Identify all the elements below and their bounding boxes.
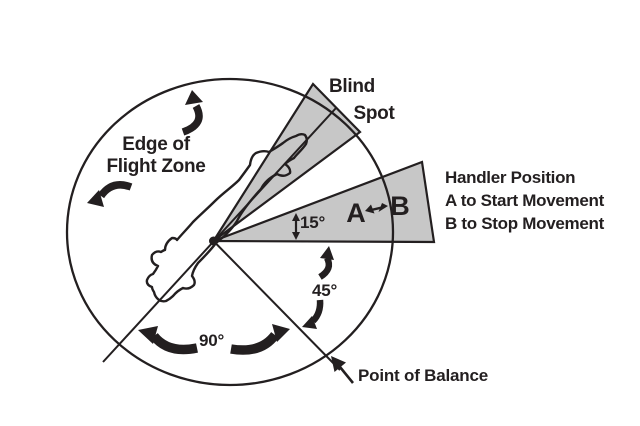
pivot-point-dot — [209, 236, 218, 246]
angle-15-measure-arrow — [292, 213, 300, 240]
angle-45-down-arrow — [302, 299, 324, 329]
edge-of-flight-zone-label-line1: Edge of — [122, 134, 191, 155]
position-a-label: A — [346, 198, 366, 228]
angle-15-label: 15° — [300, 213, 326, 232]
handler-position-wedge — [213, 160, 436, 244]
point-of-balance-arrow — [331, 356, 355, 384]
flight-zone-circle — [65, 77, 395, 387]
position-b-label: B — [390, 191, 410, 221]
angle-45-label: 45° — [312, 281, 338, 300]
angle-90-label: 90° — [199, 331, 225, 350]
blind-spot-label-line1: Blind — [329, 76, 375, 97]
handler-label-line3: B to Stop Movement — [445, 214, 605, 233]
edge-of-flight-zone-label-line2: Flight Zone — [106, 156, 205, 177]
handler-label-line1: Handler Position — [445, 168, 575, 187]
spine-axis-line — [102, 107, 337, 363]
point-of-balance-line — [212, 240, 341, 371]
cow-top-view-outline — [145, 133, 308, 303]
handler-label-line2: A to Start Movement — [445, 191, 605, 210]
point-of-balance-label: Point of Balance — [358, 366, 488, 385]
angle-90-left-arrow — [138, 326, 198, 355]
rotate-arrow-left — [87, 181, 133, 207]
rotate-arrow-top — [181, 90, 203, 136]
blind-spot-label-line2: Spot — [353, 103, 395, 124]
a-b-double-arrow — [365, 203, 388, 214]
angle-45-up-arrow — [318, 246, 334, 280]
angle-90-right-arrow — [230, 324, 290, 355]
